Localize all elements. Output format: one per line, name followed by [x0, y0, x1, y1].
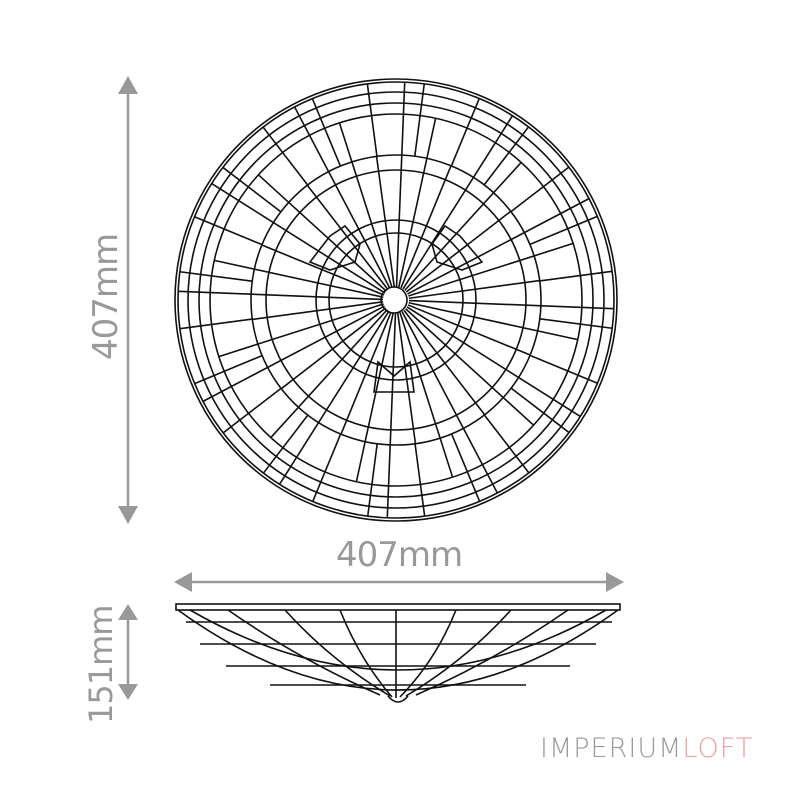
brand-logo: IMPERIUMLOFT [540, 733, 753, 764]
brand-logo-part1: IMPERIUM [540, 733, 683, 764]
lamp-top-view [174, 78, 618, 522]
height-dimension-arrow [118, 76, 138, 524]
depth-dimension-label: 151mm [82, 605, 120, 724]
width-dimension-arrow [174, 572, 624, 592]
lamp-side-view [175, 603, 621, 703]
brand-logo-part2: LOFT [682, 733, 754, 764]
depth-dimension-arrow [118, 604, 138, 700]
height-dimension-label: 407mm [86, 233, 126, 360]
width-dimension-label: 407mm [336, 535, 463, 575]
